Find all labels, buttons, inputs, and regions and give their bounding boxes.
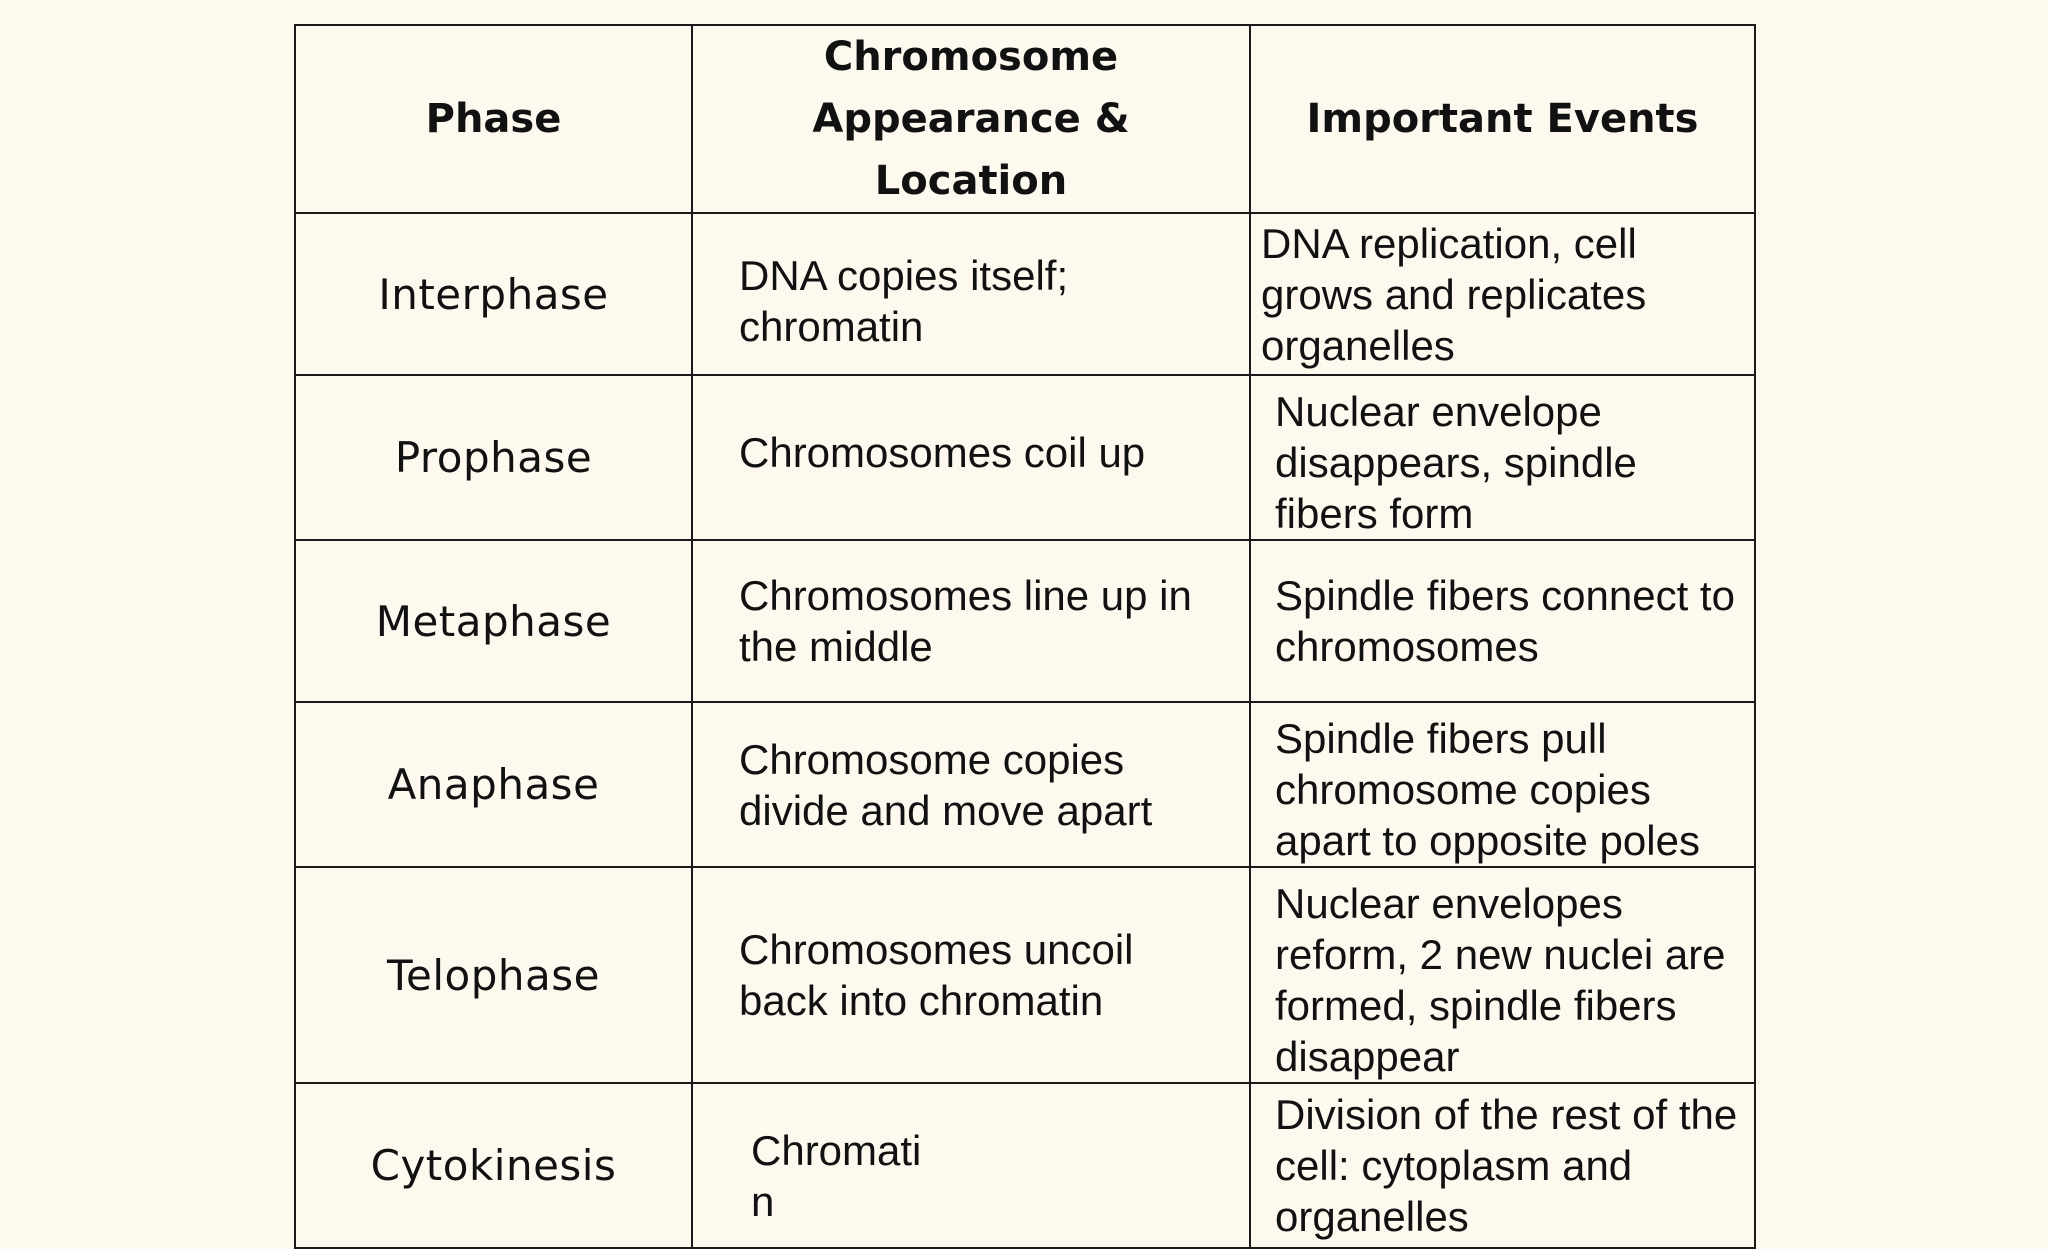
events-cell: Division of the rest of the cell: cytopl… [1249, 1082, 1756, 1249]
header-events: Important Events [1249, 24, 1756, 214]
table-row: Metaphase Chromosomes line up in the mid… [294, 539, 1756, 703]
table-header-row: Phase Chromosome Appearance & Location I… [294, 24, 1756, 214]
appearance-cell: Chromosomes coil up [691, 374, 1251, 541]
table-row: Prophase Chromosomes coil up Nuclear env… [294, 374, 1756, 541]
table-row: Cytokinesis Chromatin Division of the re… [294, 1082, 1756, 1249]
phase-cell: Metaphase [294, 539, 693, 703]
events-cell: Spindle fibers pull chromosome copies ap… [1249, 701, 1756, 868]
events-text: Nuclear envelopes reform, 2 new nuclei a… [1275, 880, 1726, 1080]
header-appearance: Chromosome Appearance & Location [691, 24, 1251, 214]
events-cell: Nuclear envelope disappears, spindle fib… [1249, 374, 1756, 541]
appearance-text: Chromosomes coil up [739, 429, 1146, 476]
appearance-cell: Chromosomes uncoil back into chromatin [691, 866, 1251, 1084]
events-cell: DNA replication, cell grows and replicat… [1249, 212, 1756, 376]
table-row: Telophase Chromosomes uncoil back into c… [294, 866, 1756, 1084]
appearance-text: Chromosome copies divide and move apart [739, 735, 1153, 834]
table-row: Anaphase Chromosome copies divide and mo… [294, 701, 1756, 868]
events-cell: Nuclear envelopes reform, 2 new nuclei a… [1249, 866, 1756, 1084]
phase-cell: Anaphase [294, 701, 693, 868]
events-text: DNA replication, cell grows and replicat… [1261, 219, 1647, 369]
phase-cell: Cytokinesis [294, 1082, 693, 1249]
slide: Phase Chromosome Appearance & Location I… [294, 24, 1756, 1249]
events-text: Nuclear envelope disappears, spindle fib… [1275, 388, 1637, 537]
header-phase: Phase [294, 24, 693, 214]
events-text: Division of the rest of the cell: cytopl… [1275, 1091, 1738, 1240]
appearance-text: DNA copies itself; chromatin [739, 252, 1069, 350]
appearance-text: Chromosomes line up in the middle [739, 572, 1192, 670]
events-text: Spindle fibers connect to chromosomes [1275, 572, 1735, 670]
appearance-cell: Chromatin [691, 1082, 1251, 1249]
phase-cell: Telophase [294, 866, 693, 1084]
appearance-cell: Chromosomes line up in the middle [691, 539, 1251, 703]
appearance-text: Chromatin [751, 1126, 922, 1225]
events-cell: Spindle fibers connect to chromosomes [1249, 539, 1756, 703]
cell-cycle-table: Phase Chromosome Appearance & Location I… [294, 24, 1756, 1249]
appearance-text: Chromosomes uncoil back into chromatin [739, 926, 1134, 1024]
table-row: Interphase DNA copies itself; chromatin … [294, 212, 1756, 376]
appearance-cell: Chromosome copies divide and move apart [691, 701, 1251, 868]
appearance-cell: DNA copies itself; chromatin [691, 212, 1251, 376]
events-text: Spindle fibers pull chromosome copies ap… [1275, 715, 1700, 864]
phase-cell: Prophase [294, 374, 693, 541]
phase-cell: Interphase [294, 212, 693, 376]
